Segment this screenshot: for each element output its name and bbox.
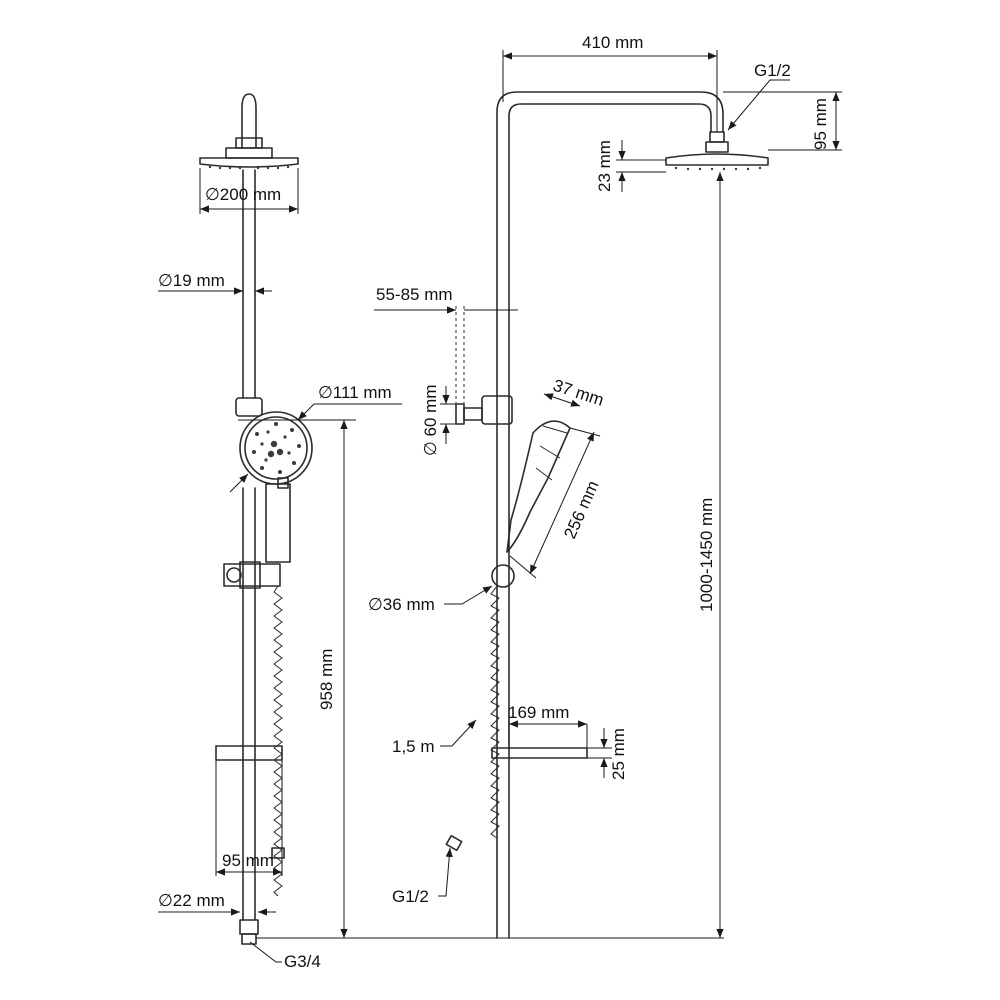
label-shelf-length: 169 mm <box>508 703 569 722</box>
front-head-nozzles <box>208 165 290 170</box>
front-base-fitting <box>239 919 259 935</box>
front-head-flange <box>235 137 263 149</box>
label-wall-distance: 55-85 mm <box>376 285 453 304</box>
dimension-labels: ∅200 mm ∅19 mm ∅111 mm 958 mm 95 mm ∅22 … <box>158 33 830 971</box>
side-rod-inner <box>508 103 712 939</box>
label-handshower-width: 37 mm <box>551 376 606 410</box>
front-diverter <box>235 397 263 417</box>
label-arm-drop: 95 mm <box>811 98 830 150</box>
front-head-stem <box>241 93 257 149</box>
dimensions <box>158 50 842 963</box>
label-head-thickness: 23 mm <box>595 140 614 192</box>
side-head-nozzles <box>674 166 762 171</box>
label-bracket-diameter: ∅ 60 mm <box>421 385 440 457</box>
side-arm-nut <box>709 131 725 143</box>
label-shelf-height: 25 mm <box>609 728 628 780</box>
side-hose-nut <box>445 834 463 852</box>
side-view <box>445 91 769 939</box>
label-inlet-g34: G3/4 <box>284 952 321 971</box>
label-shelf-width-95: 95 mm <box>222 851 274 870</box>
label-handshower-diameter: ∅111 mm <box>318 383 392 402</box>
front-view <box>199 93 313 945</box>
side-head-collar <box>705 141 729 153</box>
side-shelf <box>491 747 588 759</box>
side-diverter-ball <box>491 564 515 588</box>
front-handshower-inner <box>244 416 308 480</box>
side-hose <box>490 585 500 839</box>
label-head-inlet-g12: G1/2 <box>754 61 791 80</box>
label-height-958: 958 mm <box>317 649 336 710</box>
front-inlet-g34 <box>241 933 257 945</box>
label-hose-length: 1,5 m <box>392 737 435 756</box>
front-head-plate <box>199 157 299 168</box>
front-handshower-handle <box>265 483 291 563</box>
label-total-height: 1000-1450 mm <box>697 498 716 612</box>
side-bracket-arm <box>463 407 483 421</box>
front-hose-nut <box>271 847 285 859</box>
front-shelf <box>215 745 283 761</box>
label-base-diameter: ∅22 mm <box>158 891 225 910</box>
label-rod-diameter: ∅19 mm <box>158 271 225 290</box>
side-wall-plate <box>455 403 465 425</box>
side-bracket-clamp <box>481 395 513 425</box>
label-diverter-diameter: ∅36 mm <box>368 595 435 614</box>
label-arm-reach: 410 mm <box>582 33 643 52</box>
front-head-collar <box>225 147 273 159</box>
label-head-diameter: ∅200 mm <box>205 185 281 204</box>
side-rod-outer <box>496 91 724 939</box>
label-handshower-length: 256 mm <box>560 478 602 542</box>
label-hose-inlet-g12: G1/2 <box>392 887 429 906</box>
side-head-plate <box>665 153 769 166</box>
side-handshower <box>506 420 571 553</box>
front-slide-bracket <box>223 563 281 587</box>
front-hose <box>273 585 283 897</box>
front-handshower-nozzles <box>252 422 301 474</box>
